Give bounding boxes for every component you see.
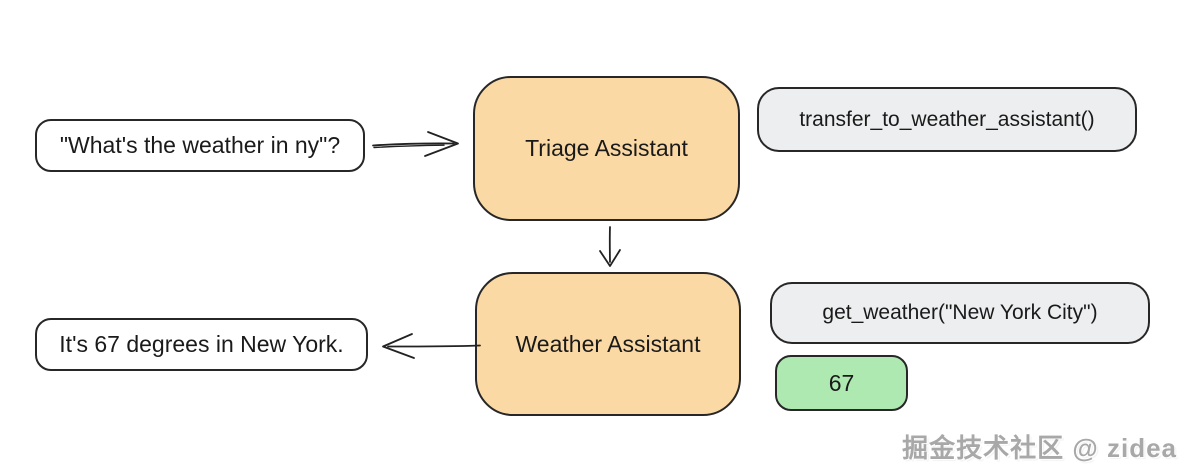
arrow-left-icon bbox=[378, 329, 484, 365]
arrow-down-icon bbox=[594, 224, 626, 270]
weather-assistant-label: Weather Assistant bbox=[515, 330, 701, 357]
get-weather-call-label: get_weather("New York City") bbox=[822, 301, 1098, 324]
triage-assistant-label: Triage Assistant bbox=[525, 135, 688, 161]
final-response-text: It's 67 degrees in New York. bbox=[59, 331, 344, 357]
watermark: 掘金技术社区 @ zidea bbox=[902, 433, 1177, 463]
final-response-bubble: It's 67 degrees in New York. bbox=[35, 318, 368, 371]
user-question-text: "What's the weather in ny"? bbox=[59, 132, 341, 158]
transfer-call-chip: transfer_to_weather_assistant() bbox=[757, 87, 1137, 152]
get-weather-call-chip: get_weather("New York City") bbox=[770, 282, 1150, 344]
arrow-right-icon bbox=[370, 128, 464, 162]
tool-result-value: 67 bbox=[828, 369, 855, 396]
tool-result-chip: 67 bbox=[775, 355, 908, 411]
weather-assistant-node: Weather Assistant bbox=[475, 272, 741, 416]
user-question-bubble: "What's the weather in ny"? bbox=[35, 119, 365, 172]
triage-assistant-node: Triage Assistant bbox=[473, 76, 740, 221]
transfer-call-label: transfer_to_weather_assistant() bbox=[799, 107, 1095, 131]
